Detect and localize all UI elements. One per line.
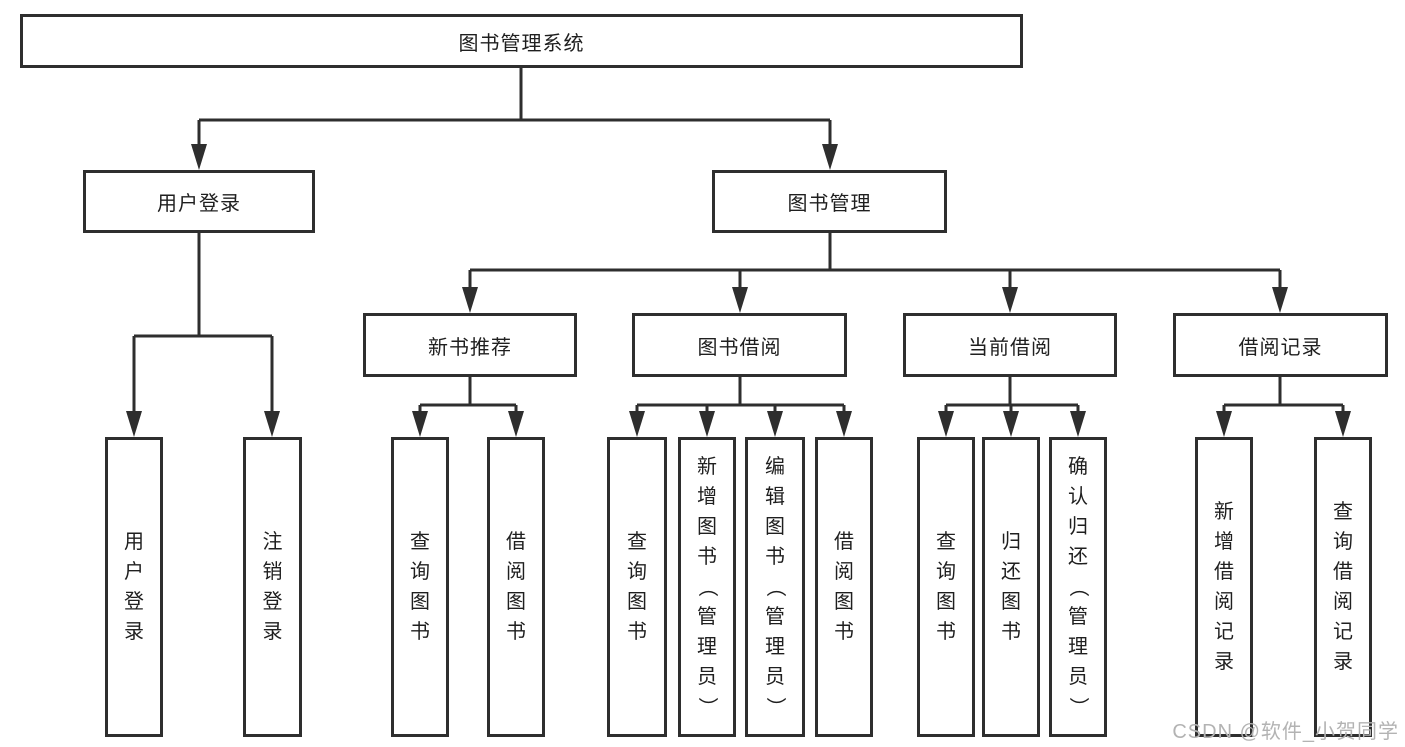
- leaf-current-query-books: 查询图书: [917, 437, 975, 737]
- leaf-records-query-record-label: 查询借阅记录: [1333, 501, 1353, 673]
- node-book-borrow: 图书借阅: [632, 313, 847, 377]
- node-user-login-label: 用户登录: [157, 193, 241, 215]
- leaf-records-query-record: 查询借阅记录: [1314, 437, 1372, 737]
- leaf-records-add-record-label: 新增借阅记录: [1214, 501, 1234, 673]
- leaf-borrow-add-books-admin: 新增图书（管理员）: [678, 437, 736, 737]
- leaf-user-login-label: 用户登录: [124, 531, 144, 643]
- node-borrow-records: 借阅记录: [1173, 313, 1388, 377]
- node-new-book-recommend: 新书推荐: [363, 313, 577, 377]
- csdn-watermark: CSDN @软件_小贺同学: [1172, 721, 1399, 743]
- leaf-borrow-query-books: 查询图书: [607, 437, 667, 737]
- node-system-root-label: 图书管理系统: [458, 32, 585, 55]
- leaf-borrow-edit-books-admin-label: 编辑图书（管理员）: [764, 456, 786, 717]
- node-current-borrow: 当前借阅: [903, 313, 1117, 377]
- node-current-borrow-label: 当前借阅: [968, 336, 1052, 359]
- leaf-borrow-add-books-admin-label: 新增图书（管理员）: [696, 456, 718, 717]
- node-book-borrow-label: 图书借阅: [697, 336, 782, 359]
- leaf-borrow-query-books-label: 查询图书: [627, 531, 647, 643]
- leaf-newbook-query-books: 查询图书: [391, 437, 449, 737]
- node-system-root: 图书管理系统: [20, 14, 1023, 68]
- leaf-records-add-record: 新增借阅记录: [1195, 437, 1253, 737]
- leaf-logout-label: 注销登录: [262, 531, 283, 643]
- node-new-book-recommend-label: 新书推荐: [428, 336, 512, 359]
- leaf-borrow-edit-books-admin: 编辑图书（管理员）: [745, 437, 805, 737]
- leaf-current-return-books-label: 归还图书: [1001, 531, 1021, 643]
- leaf-logout: 注销登录: [243, 437, 302, 737]
- leaf-current-confirm-return-admin-label: 确认归还（管理员）: [1067, 456, 1089, 717]
- node-book-management-label: 图书管理: [787, 193, 872, 215]
- node-book-management: 图书管理: [712, 170, 947, 233]
- leaf-current-return-books: 归还图书: [982, 437, 1040, 737]
- leaf-newbook-borrow-books-label: 借阅图书: [506, 531, 526, 643]
- leaf-current-query-books-label: 查询图书: [936, 531, 956, 643]
- leaf-current-confirm-return-admin: 确认归还（管理员）: [1049, 437, 1107, 737]
- node-user-login: 用户登录: [83, 170, 315, 233]
- leaf-newbook-query-books-label: 查询图书: [410, 531, 430, 643]
- leaf-newbook-borrow-books: 借阅图书: [487, 437, 545, 737]
- leaf-user-login: 用户登录: [105, 437, 163, 737]
- leaf-borrow-borrow-books-label: 借阅图书: [834, 531, 854, 643]
- node-borrow-records-label: 借阅记录: [1238, 336, 1323, 359]
- leaf-borrow-borrow-books: 借阅图书: [815, 437, 873, 737]
